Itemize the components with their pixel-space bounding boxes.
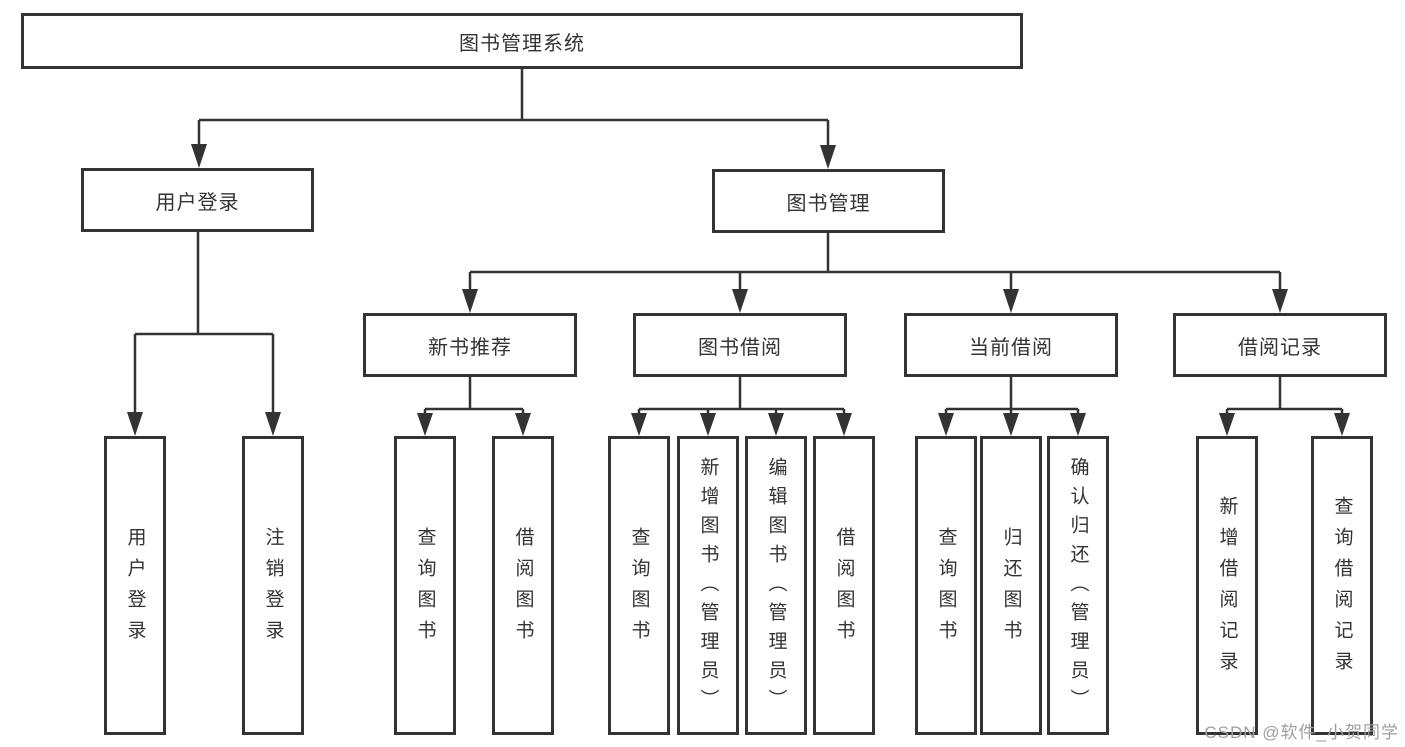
- leaf-query-book-current: 查询图书: [915, 436, 977, 735]
- leaf-confirm-return-admin-label: 确认归还（管理员）: [1067, 457, 1089, 718]
- node-root-system-label: 图书管理系统: [459, 32, 585, 55]
- leaf-user-login-label: 用户登录: [124, 526, 146, 651]
- leaf-add-borrow-record-label: 新增借阅记录: [1216, 495, 1238, 682]
- connector-borrow-records-to-leaves: [1219, 377, 1350, 436]
- node-current-borrow: 当前借阅: [904, 313, 1118, 377]
- leaf-query-book-current-label: 查询图书: [935, 526, 957, 651]
- leaf-add-borrow-record: 新增借阅记录: [1196, 436, 1258, 735]
- connector-root-to-level2: [191, 69, 836, 169]
- connector-current-borrow-to-leaves: [938, 377, 1086, 436]
- node-borrow-records: 借阅记录: [1173, 313, 1387, 377]
- leaf-user-login: 用户登录: [104, 436, 166, 735]
- leaf-return-book-label: 归还图书: [1000, 526, 1022, 651]
- leaf-edit-book-admin: 编辑图书（管理员）: [745, 436, 807, 735]
- node-new-book-recommend-label: 新书推荐: [428, 336, 512, 359]
- leaf-query-book-borrow: 查询图书: [608, 436, 670, 735]
- leaf-query-borrow-record: 查询借阅记录: [1311, 436, 1373, 735]
- leaf-logout-login: 注销登录: [242, 436, 304, 735]
- node-book-borrow-label: 图书借阅: [698, 336, 782, 359]
- node-new-book-recommend: 新书推荐: [363, 313, 577, 377]
- leaf-borrow-book: 借阅图书: [813, 436, 875, 735]
- leaf-add-book-admin: 新增图书（管理员）: [677, 436, 739, 735]
- leaf-return-book: 归还图书: [980, 436, 1042, 735]
- node-root-system: 图书管理系统: [21, 13, 1023, 69]
- node-user-login-label: 用户登录: [155, 191, 240, 214]
- leaf-borrow-book-recommend-label: 借阅图书: [512, 526, 534, 651]
- leaf-query-book-recommend-label: 查询图书: [414, 526, 436, 651]
- leaf-edit-book-admin-label: 编辑图书（管理员）: [765, 457, 787, 718]
- leaf-logout-login-label: 注销登录: [262, 526, 284, 651]
- leaf-borrow-book-label: 借阅图书: [833, 526, 855, 651]
- leaf-query-book-borrow-label: 查询图书: [628, 526, 650, 651]
- connector-book-mgmt-to-level3: [462, 233, 1288, 313]
- node-current-borrow-label: 当前借阅: [969, 336, 1053, 359]
- connector-book-borrow-to-leaves: [631, 377, 852, 436]
- leaf-query-borrow-record-label: 查询借阅记录: [1331, 495, 1353, 682]
- leaf-add-book-admin-label: 新增图书（管理员）: [697, 457, 719, 718]
- node-book-management: 图书管理: [712, 169, 945, 233]
- connector-new-book-rec-to-leaves: [417, 377, 531, 436]
- connector-user-login-to-leaves: [127, 232, 281, 436]
- node-borrow-records-label: 借阅记录: [1238, 336, 1322, 359]
- node-book-management-label: 图书管理: [786, 192, 871, 215]
- node-user-login: 用户登录: [81, 168, 314, 232]
- leaf-confirm-return-admin: 确认归还（管理员）: [1047, 436, 1109, 735]
- leaf-borrow-book-recommend: 借阅图书: [492, 436, 554, 735]
- node-book-borrow: 图书借阅: [633, 313, 847, 377]
- leaf-query-book-recommend: 查询图书: [394, 436, 456, 735]
- csdn-watermark: CSDN @软件_小贺同学: [1204, 723, 1399, 742]
